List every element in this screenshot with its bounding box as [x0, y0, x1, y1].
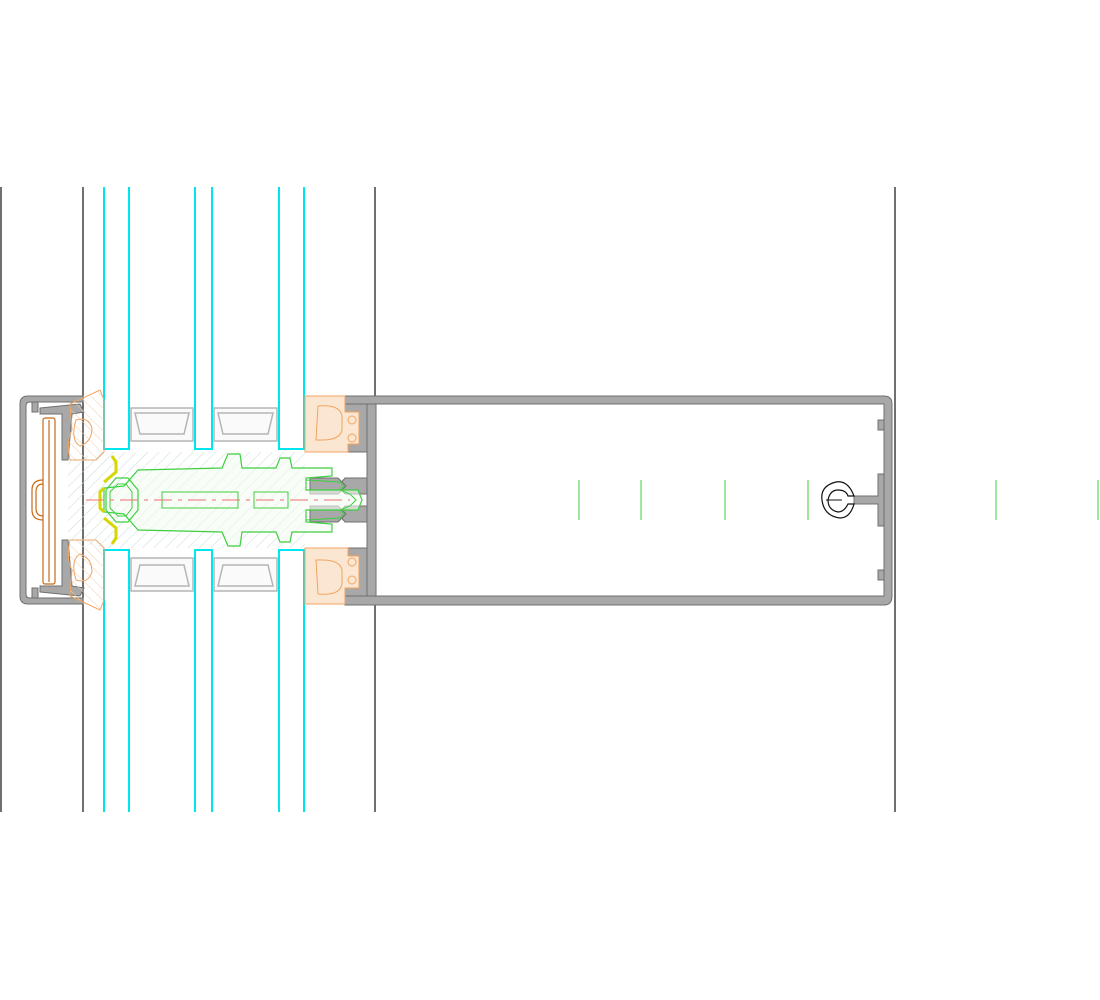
spacer-upper-right — [213, 407, 278, 442]
spacer-lower-left — [130, 557, 194, 592]
spacer-lower-right — [213, 557, 278, 592]
decorative-strip — [31, 417, 56, 585]
cover-cap-tab-bottom — [31, 587, 39, 599]
mullion-profile — [309, 395, 893, 606]
glass-pane-lower — [103, 549, 305, 812]
inner-lug-bottom — [877, 569, 885, 581]
gasket-inner-lower — [304, 547, 360, 605]
glass-panes — [103, 187, 305, 812]
center-t-boss — [853, 473, 885, 527]
cover-cap-tab-top — [31, 401, 39, 413]
glass-spacers — [130, 407, 278, 592]
isolator-slot-2 — [253, 491, 289, 509]
mullion-web — [366, 403, 377, 597]
screw-hook — [821, 481, 855, 519]
isolator-head — [105, 477, 139, 523]
mullion-tube-outline — [344, 395, 893, 606]
inner-gaskets — [304, 395, 360, 605]
alignment-marks — [578, 480, 1099, 520]
strip-bead — [31, 479, 44, 521]
strip-body — [42, 417, 56, 585]
gasket-outer-upper — [67, 389, 105, 461]
glass-pane-upper — [103, 187, 305, 450]
inner-lug-top — [877, 419, 885, 431]
isolator-barb — [305, 479, 357, 521]
gasket-outer-lower — [67, 539, 105, 611]
gasket-inner-upper — [304, 395, 360, 453]
cover-cap-profile — [19, 395, 84, 605]
outer-gaskets — [67, 389, 105, 611]
spacer-upper-left — [130, 407, 194, 442]
